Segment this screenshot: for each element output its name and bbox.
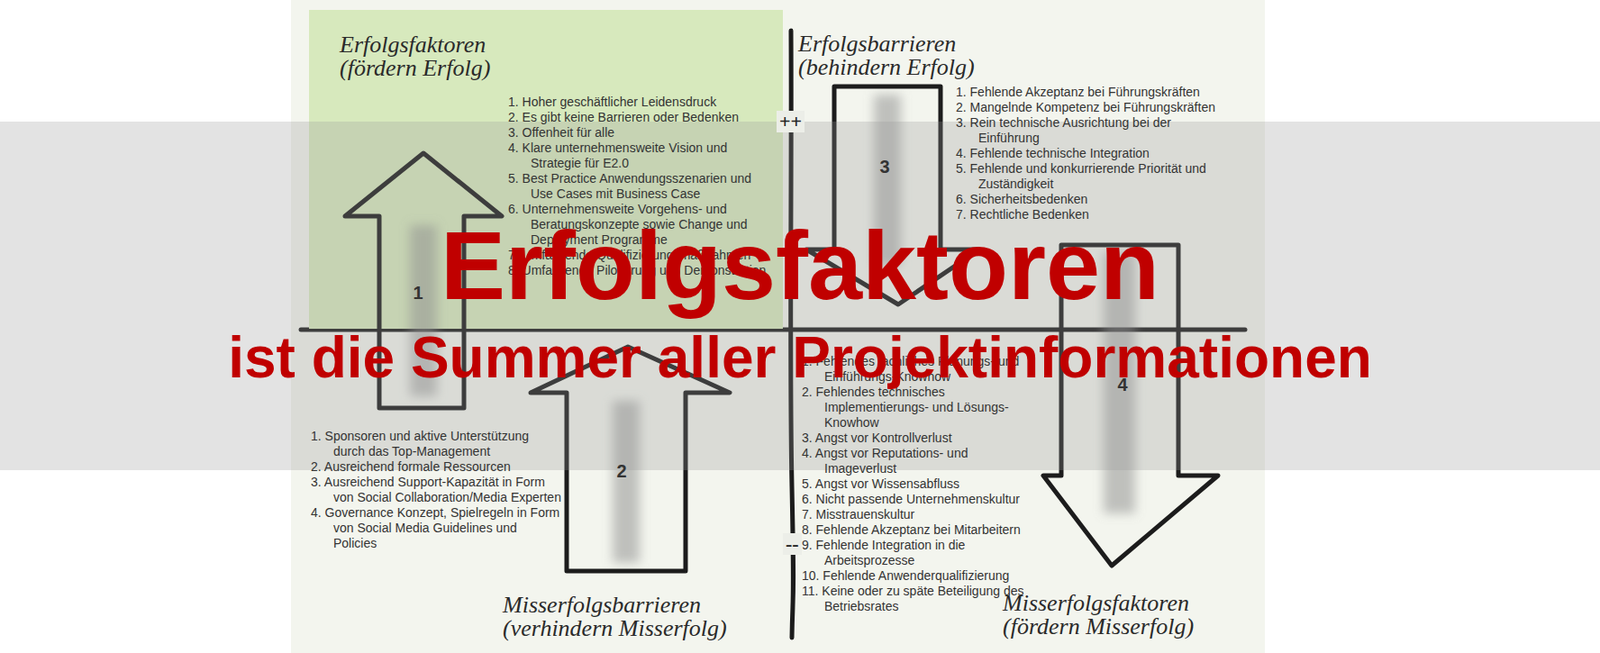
quadrant-title: Misserfolgsbarrieren (verhindern Misserf… [502, 593, 784, 641]
text-slot: 1. Sponsoren und aktive Unterstützung du… [310, 428, 564, 552]
list-item: 5. Best Practice Anwendungsszenarien und… [508, 171, 772, 202]
list-item: 8. Fehlende Akzeptanz bei Mitarbeitern [801, 522, 1041, 538]
text-slot: 1. Fehlendes fachliches Planungs- und Ei… [801, 354, 1041, 615]
text-slot: ++ [776, 110, 805, 133]
list-item: 5. Fehlende und konkurrierende Priorität… [955, 161, 1224, 192]
quadrant-title: Erfolgsbarrieren (behindern Erfolg) [798, 32, 1008, 80]
text-slot: 1. Fehlende Akzeptanz bei Führungskräfte… [955, 84, 1224, 223]
list-item: 2. Ausreichend formale Ressourcen [310, 459, 564, 475]
sign-mark: -- [782, 533, 802, 555]
list-item: 3. Angst vor Kontrollverlust [801, 430, 1041, 446]
callout-number: 3 [879, 156, 890, 177]
list-item: 3. Offenheit für alle [508, 125, 772, 141]
text-slot: -- [782, 533, 802, 555]
text-slot: Misserfolgsbarrieren (verhindern Misserf… [502, 593, 784, 641]
callout-number: 2 [616, 461, 627, 482]
list-item: 3. Ausreichend Support-Kapazität in Form… [310, 474, 564, 506]
list-item: 5. Angst vor Wissensabfluss [801, 476, 1041, 492]
overlay-title: Erfolgsfaktoren [0, 217, 1600, 315]
list-item: 2. Mangelnde Kompetenz bei Führungskräft… [955, 100, 1224, 116]
list-item: 10. Fehlende Anwenderqualifizierung [801, 568, 1041, 584]
list-item: 9. Fehlende Integration in die Arbeitspr… [801, 537, 1041, 569]
callout-number: 1 [412, 282, 423, 303]
overlay-subtitle: ist die Summer aller Projektinformatione… [0, 328, 1600, 387]
list-item: 6. Nicht passende Unternehmenskultur [801, 491, 1041, 508]
list-item: 2. Fehlendes technisches Implementierung… [801, 384, 1041, 431]
list-item: 6. Sicherheitsbedenken [955, 191, 1224, 208]
text-slot: ist die Summer aller Projektinformatione… [0, 328, 1600, 387]
list-item: 4. Governance Konzept, Spielregeln in Fo… [310, 505, 564, 552]
list-item: 11. Keine oder zu späte Beteiligung des … [801, 583, 1041, 615]
sign-mark: ++ [776, 110, 805, 133]
list-item: 4. Klare unternehmensweite Vision und St… [508, 140, 772, 172]
text-slot: Misserfolgsfaktoren (fördern Misserfolg) [1002, 591, 1251, 639]
list-item: 1. Fehlende Akzeptanz bei Führungskräfte… [955, 84, 1224, 100]
list-item: 7. Misstrauenskultur [801, 507, 1041, 523]
text-slot: Erfolgsbarrieren (behindern Erfolg) [798, 32, 1008, 80]
quadrant-title: Misserfolgsfaktoren (fördern Misserfolg) [1002, 591, 1251, 639]
list-item: 1. Sponsoren und aktive Unterstützung du… [310, 428, 564, 460]
text-slot: Erfolgsfaktoren (fördern Erfolg) [339, 33, 556, 81]
quadrant-title: Erfolgsfaktoren (fördern Erfolg) [339, 33, 556, 81]
text-slot: Erfolgsfaktoren [0, 217, 1600, 315]
list-item: 2. Es gibt keine Barrieren oder Bedenken [508, 109, 772, 126]
list-item: 3. Rein technische Ausrichtung bei der E… [955, 115, 1224, 146]
list-item: 4. Angst vor Reputations- und Imageverlu… [801, 445, 1041, 477]
list-item: 1. Hoher geschäftlicher Leidensdruck [508, 94, 772, 110]
list-item: 4. Fehlende technische Integration [955, 145, 1224, 162]
